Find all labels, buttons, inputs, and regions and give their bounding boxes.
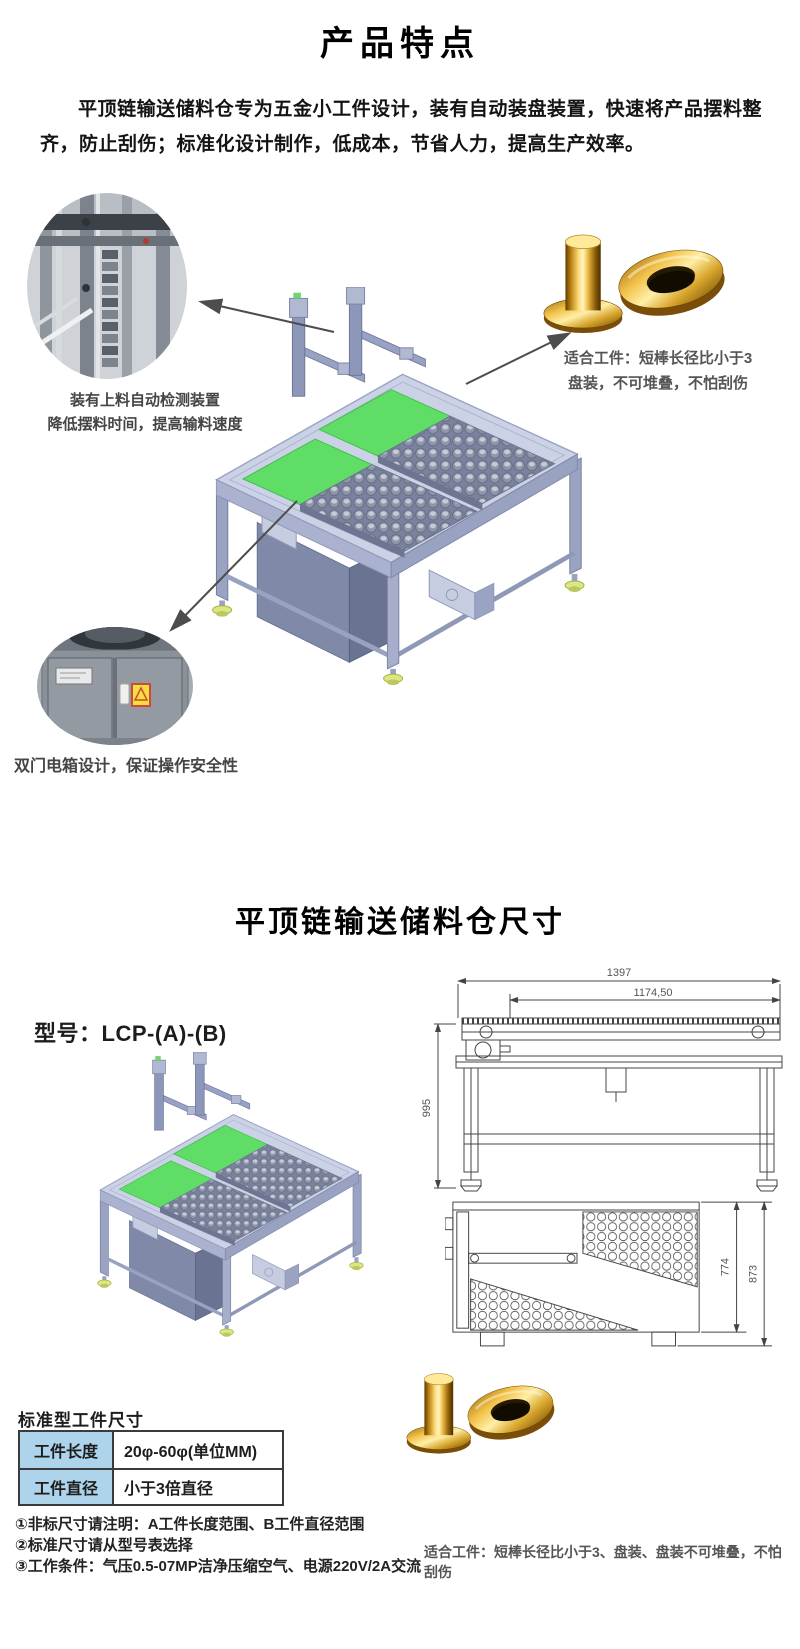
dimensions-title: 平顶链输送储料仓尺寸: [235, 906, 565, 939]
workpiece-caption-line2: 盘装，不可堆叠，不怕刮伤: [567, 375, 748, 392]
note-1: ①非标尺寸请注明：A工件长度范围、B工件直径范围: [15, 1516, 365, 1533]
cabinet-caption: 双门电箱设计，保证操作安全性: [14, 758, 239, 775]
dim-height: 995: [421, 1099, 433, 1117]
workpiece-caption-line1: 适合工件：短棒长径比小于3: [563, 350, 753, 367]
dim-overall-length: 1397: [607, 967, 631, 979]
machine-render-small: [95, 1052, 364, 1339]
gold-workpieces-icon: [543, 234, 725, 333]
note-3: ③工作条件：气压0.5-07MP洁净压缩空气、电源220V/2A交流: [15, 1558, 422, 1575]
detector-caption: 装有上料自动检测装置 降低摆料时间，提高输料速度: [10, 389, 280, 437]
note-2: ②标准尺寸请从型号表选择: [15, 1537, 193, 1554]
spec-value-diameter: 小于3倍直径: [114, 1470, 282, 1504]
dim-chain-length: 1174,50: [634, 987, 673, 999]
workpiece-caption: 适合工件：短棒长径比小于3 盘装，不可堆叠，不怕刮伤: [530, 346, 786, 396]
drawing-side-view: 1397 1174,50 995: [421, 967, 783, 1192]
detector-caption-line1: 装有上料自动检测装置: [69, 392, 220, 409]
spec-label-diameter: 工件直径: [20, 1470, 114, 1504]
features-title: 产品特点: [320, 25, 480, 63]
table-row: 工件长度 20φ-60φ(单位MM): [20, 1432, 282, 1468]
dim-cabinet-height: 774: [720, 1258, 732, 1276]
spec-label-length: 工件长度: [20, 1432, 114, 1468]
spec-table: 工件长度 20φ-60φ(单位MM) 工件直径 小于3倍直径: [18, 1430, 284, 1506]
detector-caption-line2: 降低摆料时间，提高输料速度: [47, 416, 243, 433]
spec-value-length: 20φ-60φ(单位MM): [114, 1432, 282, 1468]
machine-render-large: [212, 287, 585, 686]
table-row: 工件直径 小于3倍直径: [20, 1468, 282, 1504]
dim-total-height: 873: [747, 1265, 759, 1283]
order-notes: ①非标尺寸请注明：A工件长度范围、B工件直径范围 ②标准尺寸请从型号表选择 ③工…: [15, 1514, 445, 1577]
workpiece-caption-bottom: 适合工件：短棒长径比小于3、盘装、盘装不可堆叠，不怕刮伤: [424, 1544, 782, 1580]
features-intro-paragraph: 平顶链输送储料仓专为五金小工件设计，装有自动装盘装置，快速将产品摆料整齐，防止刮…: [40, 99, 762, 155]
model-number: 型号：LCP-(A)-(B): [34, 1021, 227, 1046]
drawing-front-view: 774 873: [445, 1201, 773, 1347]
gold-workpieces-icon-small: [405, 1372, 560, 1455]
spec-table-heading: 标准型工件尺寸: [18, 1411, 144, 1430]
cabinet-photo: [37, 627, 193, 745]
detector-photo: [27, 193, 187, 379]
